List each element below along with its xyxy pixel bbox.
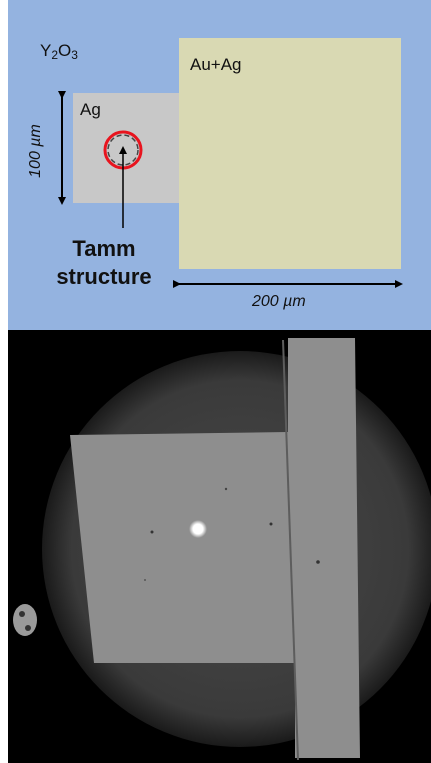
label-scale-vertical: 100 µm bbox=[27, 124, 44, 178]
micrograph-dot bbox=[224, 487, 228, 491]
micrograph-dot bbox=[269, 522, 273, 526]
micrograph-blob-hole bbox=[25, 625, 31, 631]
micrograph-dot bbox=[144, 579, 146, 581]
label-ag: Ag bbox=[80, 100, 101, 119]
micrograph-blob-hole bbox=[19, 611, 25, 617]
label-au-ag: Au+Ag bbox=[190, 55, 242, 74]
micrograph-blob bbox=[13, 604, 37, 636]
label-y2o3: Y2O3 bbox=[40, 41, 78, 62]
micrograph bbox=[8, 330, 431, 763]
ag-pad bbox=[73, 93, 183, 203]
label-tamm-line1: Tamm bbox=[72, 236, 136, 261]
micrograph-edge-line bbox=[282, 339, 299, 761]
micrograph-dot bbox=[316, 560, 320, 564]
tamm-circle-inner bbox=[107, 134, 139, 166]
micrograph-spot bbox=[189, 520, 207, 538]
micrograph-dot bbox=[150, 530, 154, 534]
au-ag-pad bbox=[179, 38, 401, 269]
label-scale-horizontal: 200 µm bbox=[252, 293, 306, 310]
label-tamm-line2: structure bbox=[56, 264, 152, 289]
